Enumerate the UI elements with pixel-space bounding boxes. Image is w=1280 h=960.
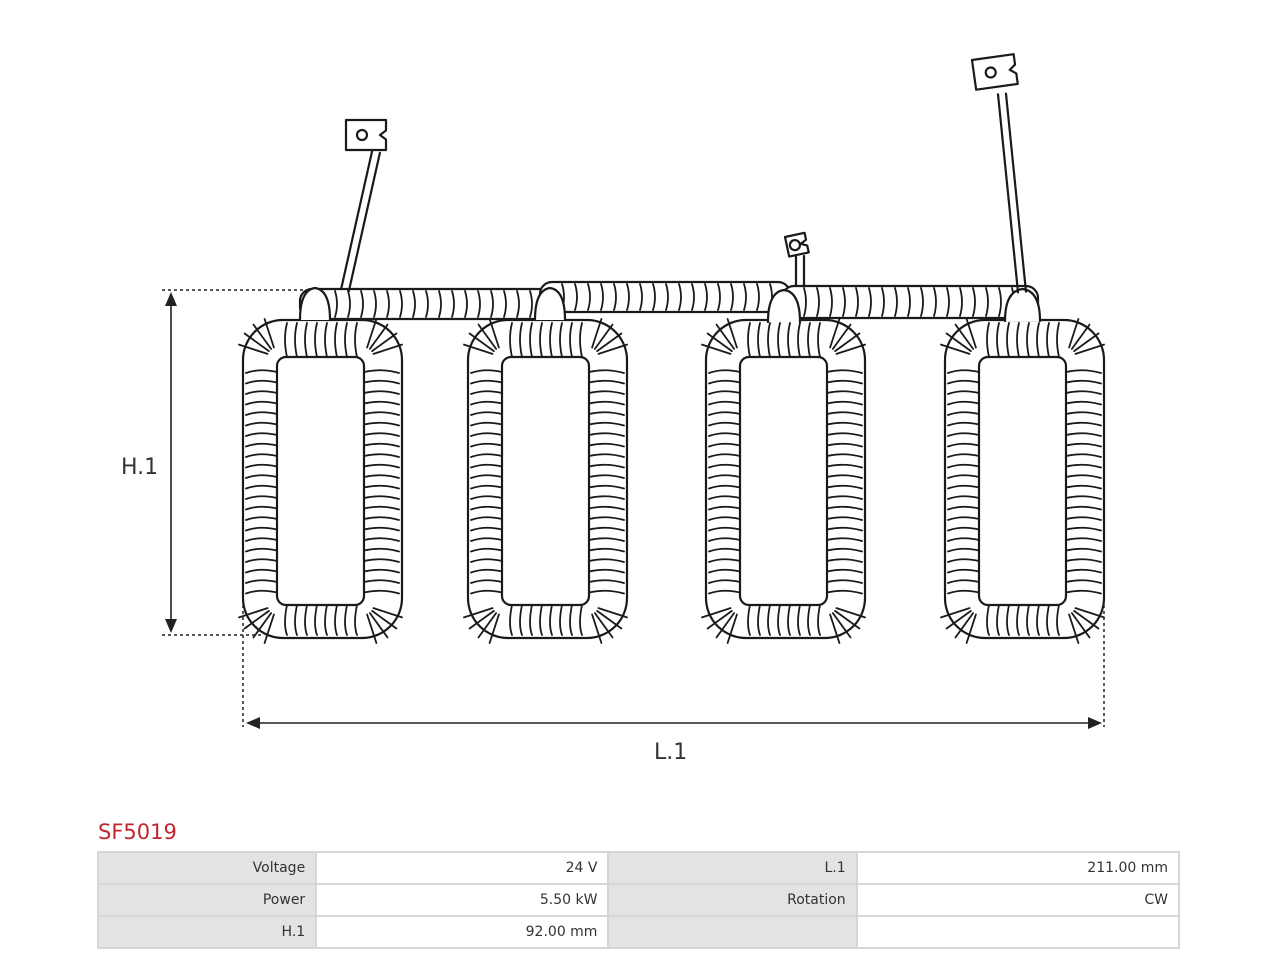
coil-core-window (500, 355, 591, 607)
spec-label: Power (99, 885, 316, 915)
length-label: L.1 (654, 740, 687, 765)
wire-winding (561, 283, 773, 311)
spec-value: 211.00 mm (857, 853, 1178, 883)
wire-segment (298, 287, 558, 321)
wire-bend (1003, 287, 1042, 323)
terminal-lug (970, 53, 1019, 91)
length-arrow-left (246, 717, 260, 729)
wire-bend (766, 288, 802, 324)
lead-wire (794, 254, 806, 288)
lug-plate (783, 231, 810, 258)
terminal-lead (970, 53, 1028, 294)
lug-hole (355, 128, 369, 142)
coil-winding (238, 318, 403, 644)
terminal-lug (783, 231, 810, 258)
field-coil (940, 318, 1106, 644)
terminal-lead (783, 231, 810, 288)
terminal-lead (339, 118, 388, 292)
spec-value: 24 V (317, 853, 608, 883)
lug-hole (984, 66, 997, 79)
lead-wire (996, 92, 1028, 294)
part-code: SF5019 (98, 820, 177, 844)
coil-core-window (275, 355, 366, 607)
height-arrow-top (165, 292, 177, 306)
wire-segment (538, 280, 792, 314)
wire-bend (298, 286, 332, 322)
table-row: Voltage 24 V L.1 211.00 mm (99, 853, 1178, 883)
lead-wire (339, 150, 382, 292)
field-coil-diagram: H.1 L.1 (121, 53, 1106, 765)
field-coil (238, 318, 404, 644)
spec-table: Voltage 24 V L.1 211.00 mm Power 5.50 kW… (97, 851, 1180, 949)
height-arrow-bottom (165, 619, 177, 633)
wire-winding (803, 287, 1015, 317)
spec-label: Rotation (609, 885, 856, 915)
spec-label: H.1 (99, 917, 316, 947)
length-arrow-right (1088, 717, 1102, 729)
table-row: Power 5.50 kW Rotation CW (99, 885, 1178, 915)
wire-segment (780, 284, 1040, 320)
field-coil (701, 318, 867, 644)
table-row: H.1 92.00 mm (99, 917, 1178, 947)
spec-value: 5.50 kW (317, 885, 608, 915)
coil-core-window (738, 355, 829, 607)
terminal-group (339, 53, 1028, 294)
field-coil (463, 318, 629, 644)
coil-winding (940, 318, 1105, 644)
coil-winding (463, 318, 628, 644)
coil-core-window (977, 355, 1068, 607)
spec-label: Voltage (99, 853, 316, 883)
dimension-lines (162, 289, 1105, 729)
coil-winding (701, 318, 866, 644)
spec-label (609, 917, 856, 947)
spec-value (857, 917, 1178, 947)
spec-label: L.1 (609, 853, 856, 883)
spec-value: 92.00 mm (317, 917, 608, 947)
coil-group (238, 318, 1106, 644)
wire-bend (533, 286, 567, 322)
connecting-wire (298, 280, 1042, 324)
lug-hole (788, 239, 802, 252)
height-label: H.1 (121, 455, 158, 480)
spec-value: CW (857, 885, 1178, 915)
terminal-lug (344, 118, 388, 152)
